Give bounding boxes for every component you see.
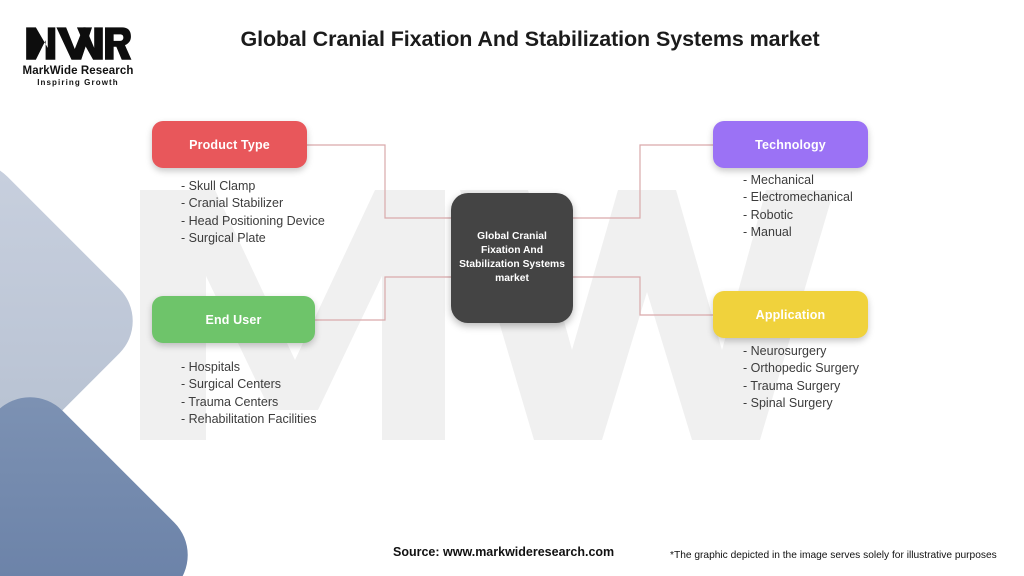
logo-tagline: Inspiring Growth xyxy=(37,78,119,87)
footer-source: Source: www.markwideresearch.com xyxy=(393,545,615,559)
connector-end-user xyxy=(315,276,451,321)
list-item: - Rehabilitation Facilities xyxy=(181,411,317,426)
central-line-2: Fixation And xyxy=(481,244,543,256)
branch-label-technology: Technology xyxy=(755,137,826,152)
branch-list-technology: - Mechanical - Electromechanical - Robot… xyxy=(743,172,853,241)
list-item: - Robotic xyxy=(743,207,794,222)
list-item: - Surgical Centers xyxy=(181,377,282,392)
branch-label-product-type: Product Type xyxy=(189,137,270,152)
list-item: - Mechanical xyxy=(743,173,814,187)
list-item: - Head Positioning Device xyxy=(181,213,325,228)
branch-header-application[interactable]: Application xyxy=(713,291,868,338)
branch-header-product-type[interactable]: Product Type xyxy=(152,121,307,168)
branch-label-end-user: End User xyxy=(205,312,262,327)
list-item: - Electromechanical xyxy=(743,190,853,205)
list-item: - Orthopedic Surgery xyxy=(743,361,860,376)
branch-label-application: Application xyxy=(755,307,826,322)
branch-list-product-type: - Skull Clamp - Cranial Stabilizer - Hea… xyxy=(181,178,325,247)
list-item: - Cranial Stabilizer xyxy=(181,196,284,211)
list-item: - Manual xyxy=(743,224,792,239)
central-node-text: Global Cranial Fixation And Stabilizatio… xyxy=(453,230,571,287)
list-item: - Surgical Plate xyxy=(181,230,266,245)
list-item: - Hospitals xyxy=(181,360,241,374)
branch-header-technology[interactable]: Technology xyxy=(713,121,868,168)
decorative-shape-dark xyxy=(0,378,207,576)
central-line-3: Stabilization Systems xyxy=(459,259,565,270)
logo-company-name: MarkWide Research xyxy=(22,65,134,77)
list-item: - Neurosurgery xyxy=(743,344,827,358)
list-item: - Spinal Surgery xyxy=(743,395,833,410)
logo-mark-icon xyxy=(26,27,132,60)
footer-disclaimer: *The graphic depicted in the image serve… xyxy=(670,550,997,561)
page-title: Global Cranial Fixation And Stabilizatio… xyxy=(240,27,820,51)
branch-list-application: - Neurosurgery - Orthopedic Surgery - Tr… xyxy=(743,343,859,412)
connector-product-type xyxy=(307,144,451,219)
branch-header-end-user[interactable]: End User xyxy=(152,296,315,343)
central-line-1: Global Cranial xyxy=(477,230,547,242)
list-item: - Skull Clamp xyxy=(181,179,256,193)
central-node: Global Cranial Fixation And Stabilizatio… xyxy=(451,193,573,323)
list-item: - Trauma Centers xyxy=(181,394,279,409)
list-item: - Trauma Surgery xyxy=(743,378,841,393)
branch-list-end-user: - Hospitals - Surgical Centers - Trauma … xyxy=(181,359,316,428)
brand-logo: MarkWide Research Inspiring Growth xyxy=(14,22,142,87)
central-line-4: market xyxy=(495,273,529,285)
